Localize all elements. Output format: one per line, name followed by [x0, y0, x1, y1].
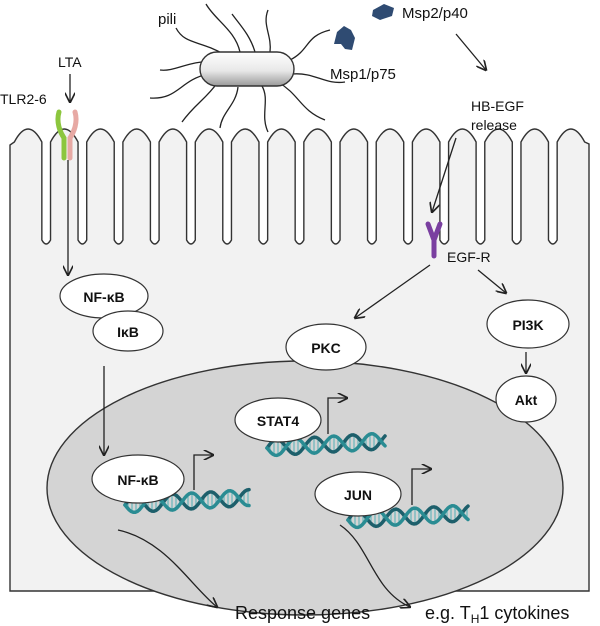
- dna-strand: [265, 432, 387, 458]
- svg-text:Akt: Akt: [515, 392, 538, 408]
- cytokines-arrow: [339, 524, 410, 607]
- node-nfkb-nucleus: NF-κB: [91, 454, 185, 504]
- cytokines-suffix: 1 cytokines: [479, 603, 569, 623]
- msp2-icon: [372, 4, 394, 20]
- pili-label: pili: [158, 11, 176, 28]
- egfr-receptor: [425, 221, 443, 259]
- cytokines-subscript: H: [471, 612, 480, 626]
- egfr-label: EGF-R: [447, 249, 491, 265]
- msp2-label: Msp2/p40: [402, 5, 468, 22]
- dna-helix-jun: [346, 504, 470, 530]
- msp1-label: Msp1/p75: [330, 66, 396, 83]
- stat4-tss-arrow: [327, 398, 347, 434]
- jun-tss-arrow: [411, 469, 431, 505]
- msp1-icon: [334, 26, 355, 50]
- tlr2-6-receptor: [55, 109, 79, 161]
- svg-text:IκB: IκB: [117, 324, 139, 340]
- node-pi3k: PI3K: [486, 299, 570, 349]
- svg-text:PI3K: PI3K: [512, 317, 543, 333]
- node-jun: JUN: [314, 471, 402, 517]
- svg-text:NF-κB: NF-κB: [117, 472, 158, 488]
- svg-text:JUN: JUN: [344, 487, 372, 503]
- hbegf-release-label: release: [471, 117, 517, 133]
- response-genes-label: Response genes: [235, 603, 370, 623]
- node-nfkb-cyto: NF-κB: [59, 273, 149, 319]
- node-ikb: IκB: [92, 310, 164, 352]
- response-genes-arrow: [117, 529, 217, 607]
- egfr-to-pi3k-arrow: [477, 269, 506, 293]
- msp-release-arrow: [455, 33, 486, 70]
- svg-text:PKC: PKC: [311, 340, 341, 356]
- dna-strand: [123, 487, 251, 513]
- dna-helix-stat4: [265, 432, 387, 458]
- bacterium: [199, 51, 295, 87]
- hbegf-label: HB-EGF: [471, 98, 524, 114]
- arrows: [68, 33, 526, 607]
- egfr-to-pkc-arrow: [355, 264, 431, 318]
- node-stat4: STAT4: [234, 397, 322, 443]
- tlr-label: TLR2-6: [0, 91, 47, 107]
- nfkb-tss-arrow: [193, 455, 213, 490]
- dna-helix-nfkb: [123, 487, 251, 515]
- node-pkc: PKC: [285, 323, 367, 371]
- cytokines-prefix: e.g. T: [425, 603, 471, 623]
- lta-label: LTA: [58, 54, 82, 70]
- hbegf-arrow: [432, 137, 457, 212]
- svg-text:NF-κB: NF-κB: [83, 289, 124, 305]
- node-akt: Akt: [495, 375, 557, 423]
- dna-strand: [346, 504, 470, 530]
- cytokines-label: e.g. TH1 cytokines: [425, 603, 569, 626]
- svg-text:STAT4: STAT4: [257, 413, 299, 429]
